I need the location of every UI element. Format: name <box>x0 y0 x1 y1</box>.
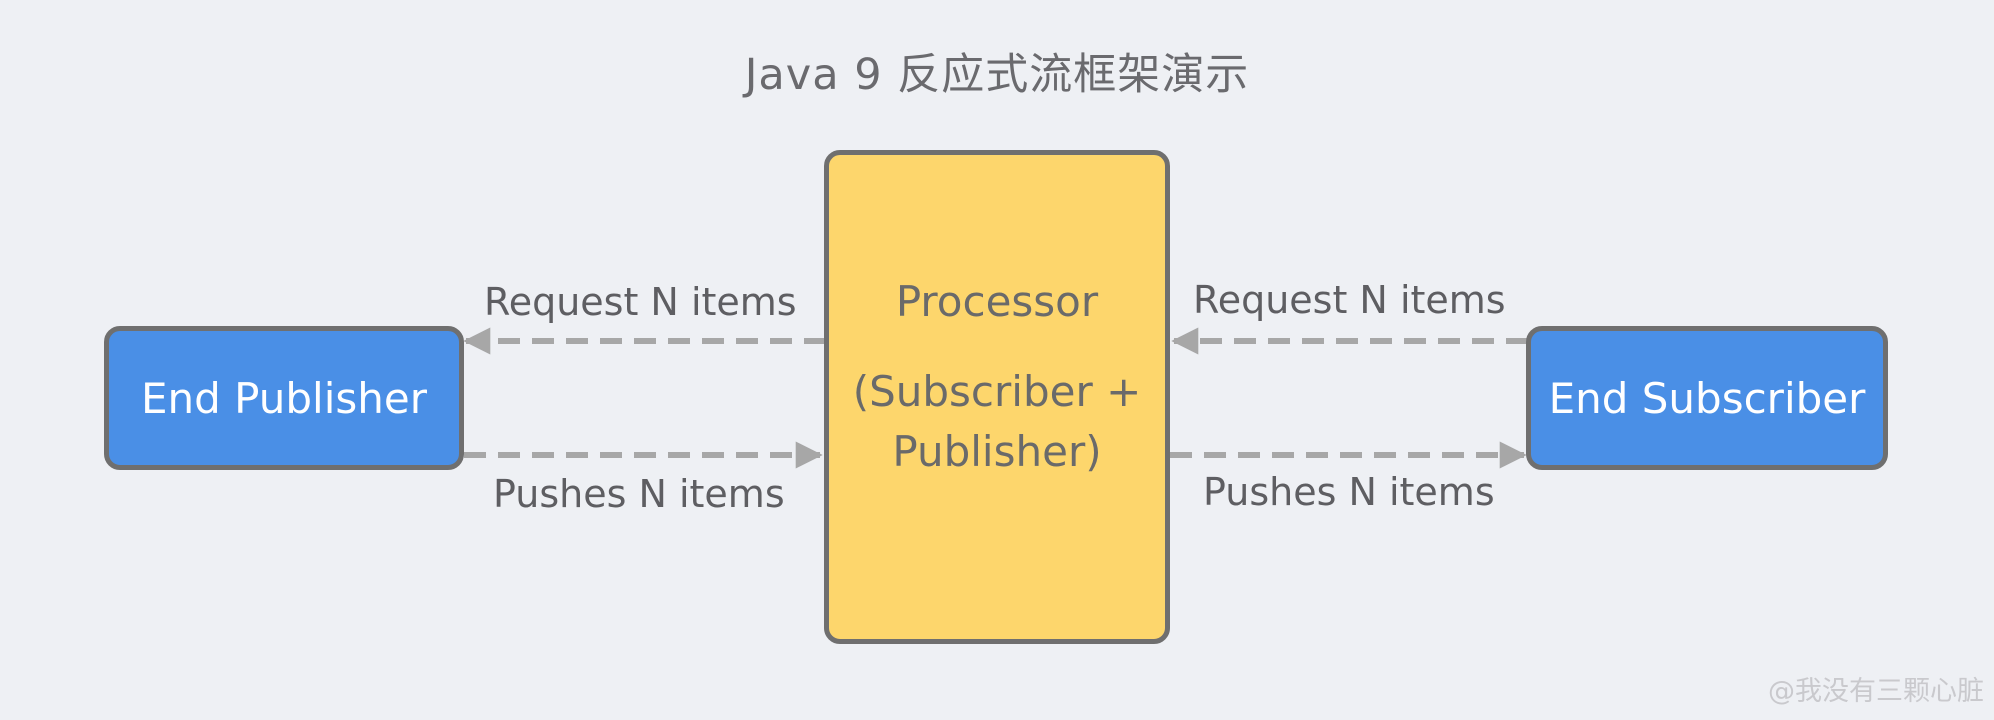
end-subscriber-label: End Subscriber <box>1548 373 1866 423</box>
right-push-label: Pushes N items <box>1203 470 1495 514</box>
processor-role-line1: (Subscriber + <box>852 367 1142 416</box>
processor-role-line2: Publisher) <box>892 427 1102 476</box>
processor-label: Processor <box>895 277 1099 326</box>
end-publisher-label: End Publisher <box>141 373 427 423</box>
diagram-title: Java 9 反应式流框架演示 <box>744 50 1250 100</box>
right-request-label: Request N items <box>1193 278 1506 322</box>
left-push-label: Pushes N items <box>493 472 785 516</box>
watermark: @我没有三颗心脏 <box>1768 676 1984 707</box>
end-subscriber-node: End Subscriber <box>1526 326 1888 470</box>
end-publisher-node: End Publisher <box>104 326 464 470</box>
left-request-label: Request N items <box>484 280 797 324</box>
processor-node: Processor (Subscriber + Publisher) <box>824 150 1170 644</box>
